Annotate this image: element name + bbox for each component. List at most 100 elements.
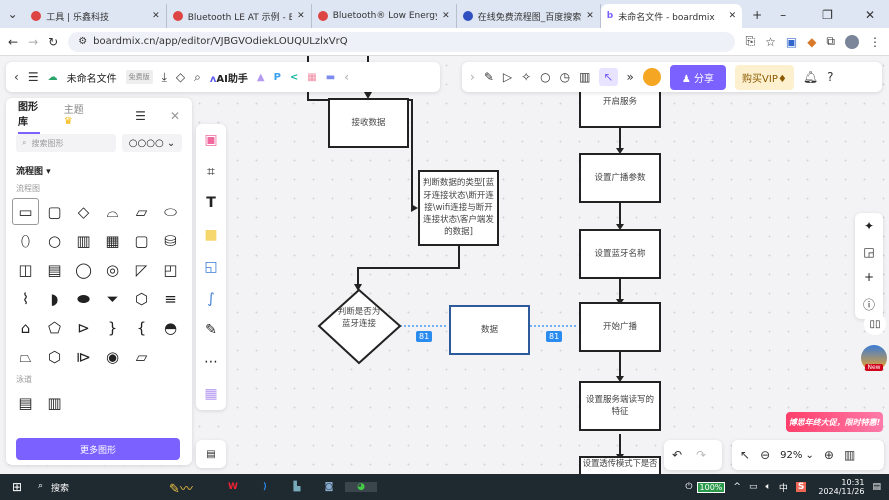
volume-icon[interactable]: 🔈︎ [765, 482, 771, 492]
promo-banner[interactable]: 博思年终大促，限时特惠! [786, 412, 883, 432]
brace-right-shape-icon[interactable]: } [107, 318, 118, 337]
frame-tool-icon[interactable]: ⌗ [207, 163, 215, 180]
restore-icon[interactable]: ❐ [822, 8, 833, 22]
url-field[interactable]: ⚙boardmix.cn/app/editor/VJBGVOdiekLOUQUL… [68, 31, 736, 52]
close-window-icon[interactable]: ✕ [864, 8, 875, 22]
trapezoid-shape-icon[interactable]: ⏢ [19, 347, 32, 366]
taskbar-search[interactable]: ⌕搜索 [38, 480, 70, 494]
chart-app-icon[interactable]: ▦ [307, 71, 317, 83]
close-panel-icon[interactable]: ✕ [169, 109, 180, 123]
node-center-selected[interactable]: 数据 [449, 305, 530, 355]
parallelogram-shape-icon[interactable]: ▱ [135, 202, 148, 221]
more-apps-chevron-icon[interactable]: ‹ [344, 70, 350, 84]
help-icon[interactable]: ? [827, 70, 834, 84]
close-tab-icon[interactable]: ✕ [586, 11, 594, 21]
internal-storage-shape-icon[interactable]: ▦ [105, 231, 120, 250]
browser-tab[interactable]: 在线免费流程图_百度搜索✕ [457, 4, 601, 28]
magic-wand-icon[interactable]: ✦ [863, 218, 875, 233]
browser-tab[interactable]: 工具 | 乐鑫科技✕ [25, 4, 167, 28]
rounded-rect-shape-icon[interactable]: ▢ [47, 202, 62, 221]
node-bt-name[interactable]: 设置蓝牙名称 [579, 229, 661, 279]
redo-icon[interactable]: ↷ [696, 448, 707, 462]
share-button[interactable]: ♟ 分享 [669, 64, 727, 90]
browser-tab[interactable]: Bluetooth LE AT 示例 - ESP✕ [167, 4, 312, 28]
browser-tab[interactable]: Bluetooth® Low Energy A✕ [312, 4, 457, 28]
table-shape-icon[interactable]: ▤ [47, 260, 62, 279]
wps-icon[interactable]: W [228, 482, 238, 492]
node-adv-params[interactable]: 设置广播参数 [579, 153, 661, 203]
timer-icon[interactable]: ◷ [559, 70, 571, 84]
close-tab-icon[interactable]: ✕ [152, 11, 160, 21]
sequential-storage-shape-icon[interactable]: ◯ [75, 260, 92, 279]
manual-input-shape-icon[interactable]: ◸ [135, 260, 148, 279]
zoom-out-icon[interactable]: ⊖ [760, 448, 771, 462]
terminator-shape-icon[interactable]: ⬭ [164, 202, 177, 221]
doc-app-icon[interactable]: ▬ [325, 71, 336, 83]
hexagon-shape-icon[interactable]: ⬡ [47, 347, 62, 366]
shape-style-select[interactable]: ○○○○ ⌄ [122, 134, 182, 152]
vertical-lane-shape-icon[interactable]: ▥ [47, 393, 62, 412]
tag-icon[interactable]: ◇ [175, 70, 186, 84]
notification-bell-icon[interactable]: 🔔︎ [802, 70, 819, 84]
predefined-process-shape-icon[interactable]: ▥ [76, 231, 91, 250]
app-icon[interactable]: ▙ [293, 482, 301, 492]
comment-icon[interactable]: ○ [540, 70, 551, 84]
decision-label[interactable]: 判断是否为蓝牙连接 [337, 307, 381, 330]
text-tool-icon[interactable]: T [206, 195, 216, 212]
note-shape-icon[interactable]: ≡ [164, 289, 177, 308]
download-icon[interactable]: ⤓ [161, 69, 167, 84]
file-name[interactable]: 未命名文件 [66, 73, 117, 85]
ai-assistant-button[interactable]: ᴧAI助手 [209, 73, 248, 85]
ellipse-shape-icon[interactable]: ⬯ [20, 231, 31, 250]
loop-limit-shape-icon[interactable]: ⌂ [20, 318, 31, 337]
buy-vip-button[interactable]: 购买VIP♦ [735, 64, 794, 90]
image-gen-icon[interactable]: ▲ [256, 71, 265, 83]
minimize-icon[interactable]: – [780, 8, 787, 22]
zoom-in-icon[interactable]: ⊕ [823, 448, 834, 462]
node-rw-char[interactable]: 设置服务端读写的特征 [579, 381, 661, 431]
close-tab-icon[interactable]: ✕ [728, 11, 737, 21]
minimap-icon[interactable]: ◲ [863, 244, 875, 259]
direct-storage-shape-icon[interactable]: ◎ [105, 260, 120, 279]
pen-tool-icon[interactable]: ✎ [205, 322, 217, 339]
shape-search-input[interactable]: ⌕搜索图形 [16, 134, 116, 152]
brace-left-shape-icon[interactable]: { [136, 318, 147, 337]
tab-list-icon[interactable]: ⌄ [7, 7, 18, 21]
delay-shape-icon[interactable]: ◗ [50, 289, 59, 308]
expand-icon[interactable]: › [470, 70, 475, 84]
card-shape-icon[interactable]: ◫ [18, 260, 33, 279]
sticky-note-tool-icon[interactable]: ■ [204, 227, 218, 244]
browser-menu-icon[interactable]: ⋮ [869, 34, 881, 49]
p-app-icon[interactable]: P [273, 71, 281, 83]
edge-label-badge[interactable]: 81 [416, 331, 433, 342]
rectangle-shape-icon[interactable]: ▭ [12, 198, 39, 225]
tab-shape-library[interactable]: 图形库 [18, 98, 40, 134]
database-shape-icon[interactable]: ⛁ [164, 231, 177, 250]
more-shapes-button[interactable]: 更多图形 [16, 438, 180, 460]
shape-tool-icon[interactable]: ◱ [204, 258, 218, 275]
node-receive-data[interactable]: 接收数据 [328, 98, 409, 148]
node-start-adv[interactable]: 开始广播 [579, 302, 661, 352]
undo-icon[interactable]: ↶ [672, 448, 683, 462]
forward-icon[interactable]: → [28, 34, 39, 49]
manual-operation-shape-icon[interactable]: ⏷ [106, 289, 119, 308]
translate-extension-icon[interactable]: ▣ [785, 34, 798, 49]
collapse-left-icon[interactable]: ‹ [14, 70, 19, 84]
punched-card-shape-icon[interactable]: ◰ [163, 260, 178, 279]
horizontal-lane-shape-icon[interactable]: ▤ [18, 393, 33, 412]
step-shape-icon[interactable]: ⧐ [76, 347, 91, 366]
metamask-extension-icon[interactable]: ◆ [807, 34, 817, 49]
alternate-process-shape-icon[interactable]: ▢ [134, 231, 149, 250]
book-icon[interactable]: ▯▯ [864, 313, 886, 335]
chrome-icon[interactable]: ◕ [345, 482, 377, 492]
template-tool-icon[interactable]: ▣ [204, 131, 218, 148]
user-avatar[interactable] [642, 68, 661, 86]
template-icon[interactable]: ✎ [483, 70, 494, 84]
mindmap-app-icon[interactable]: < [289, 71, 299, 83]
node-judge-type[interactable]: 判断数据的类型[蓝牙连接状态\断开连接\wifi连接与断开连接状态\客户端发的数… [418, 170, 499, 246]
laser-pointer-icon[interactable]: ↖ [599, 68, 618, 86]
install-icon[interactable]: ⎘ [745, 34, 756, 48]
battery-indicator[interactable]: 100% [696, 481, 726, 493]
skew-rect-shape-icon[interactable]: ▱ [135, 347, 148, 366]
